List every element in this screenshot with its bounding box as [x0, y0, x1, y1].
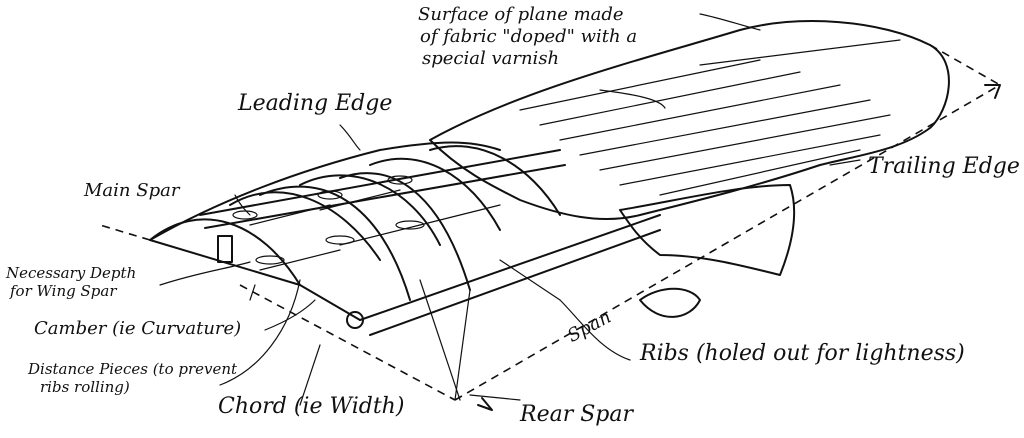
leader-lines — [159, 13, 861, 406]
rear-spar-line — [359, 214, 661, 321]
front-edge-lower — [149, 239, 361, 321]
rear-spar-label: Rear Spar — [520, 402, 633, 427]
distance-label-line2: ribs rolling) — [40, 378, 130, 396]
span-dimension-line — [454, 84, 1001, 401]
main-spar-label: Main Spar — [84, 180, 180, 201]
chord-dimension-line — [239, 284, 456, 401]
span-arrow — [984, 84, 1001, 99]
camber-label: Camber (ie Curvature) — [34, 318, 242, 339]
bracing-wires — [419, 259, 561, 401]
depth-label-line2: for Wing Spar — [10, 282, 117, 300]
rib-holes — [232, 175, 425, 265]
chord-arrow — [477, 397, 493, 411]
fabric-hatching — [519, 39, 901, 196]
main-spar-line — [199, 149, 561, 216]
spar-end-block — [217, 235, 233, 263]
ribs — [149, 145, 561, 301]
leading-edge-label: Leading Edge — [238, 91, 393, 116]
leading-edge-line — [149, 141, 501, 241]
rolled-fabric — [639, 287, 701, 318]
trailing-edge-label: Trailing Edge — [868, 154, 1020, 179]
leading-dashed — [99, 224, 151, 241]
fabric-flap — [619, 184, 796, 276]
rear-spar-line-2 — [369, 229, 661, 336]
distance-pieces — [249, 189, 501, 271]
ribs-label: Ribs (holed out for lightness) — [640, 341, 965, 366]
rear-spar-end — [346, 311, 364, 329]
main-spar-line-2 — [204, 164, 566, 229]
depth-label-line1: Necessary Depth — [6, 264, 137, 282]
surface-label-line3: special varnish — [422, 48, 560, 69]
surface-label-line2: of fabric "doped" with a — [420, 26, 638, 47]
distance-label-line1: Distance Pieces (to prevent — [28, 360, 238, 378]
span-end-line — [929, 44, 1001, 86]
chord-label: Chord (ie Width) — [218, 394, 405, 419]
surface-label-line1: Surface of plane made — [418, 4, 624, 25]
